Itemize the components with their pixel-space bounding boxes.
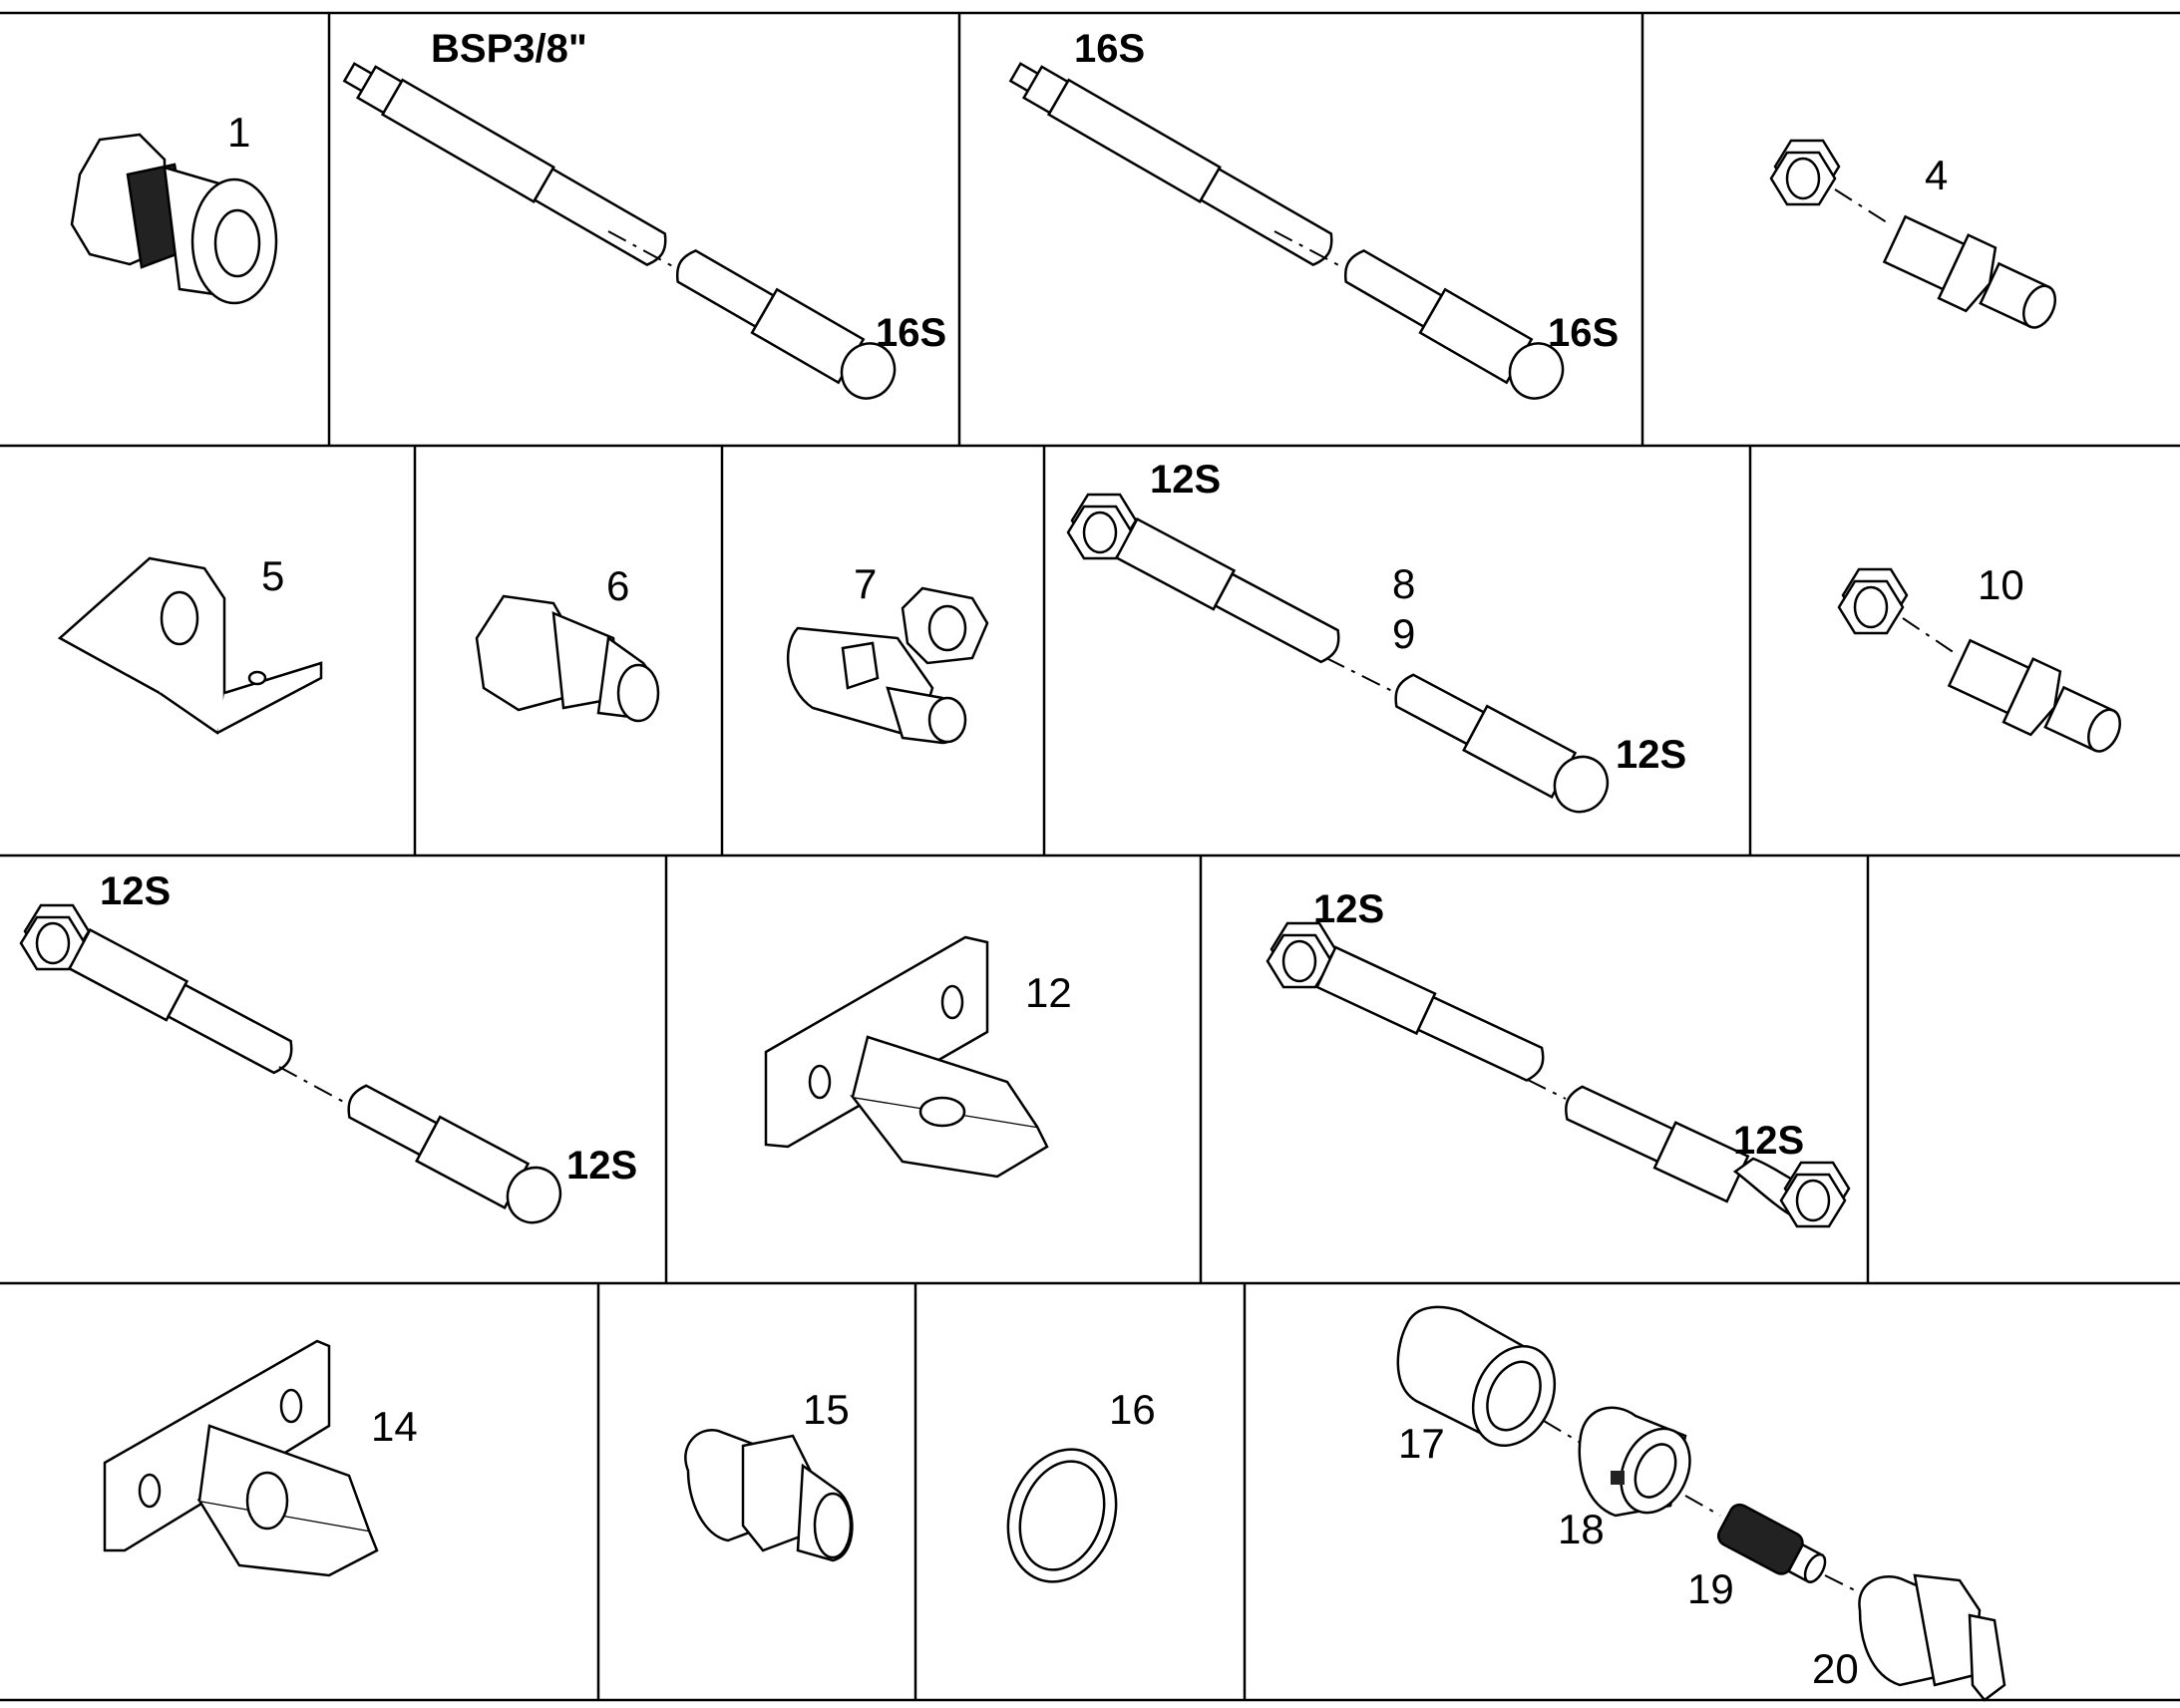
spec-label: 12S [1733,1119,1804,1163]
part-11-hose: 12S 12S [19,869,637,1233]
part-15-nipple: 15 [684,1386,854,1562]
part-17-20-nozzle: 17 18 19 20 [1396,1305,2006,1702]
spec-label: 12S [1150,458,1221,502]
spec-label: 16S [876,311,946,355]
spec-label: 16S [1074,27,1145,71]
part-number: 4 [1925,152,1948,198]
part-14-bracket: 14 [103,1339,418,1577]
spec-label: BSP3/8" [431,27,587,71]
part-number: 7 [854,560,877,607]
part-number: 19 [1687,1565,1734,1612]
part-7-tee: 7 [787,560,989,745]
part-4-nut-nipple: 4 [1769,139,2056,329]
part-number: 17 [1398,1420,1445,1467]
part-3-hose: 16S 16S [1008,27,1619,410]
part-number: 10 [1978,561,2024,608]
spec-label: 16S [1548,311,1619,355]
part-number: 15 [803,1386,850,1433]
part-16-seal: 16 [1006,1386,1156,1583]
spec-label: 12S [1616,733,1686,777]
spec-label: 12S [566,1144,637,1188]
part-number: 14 [371,1403,418,1450]
spec-label: 12S [100,869,171,913]
part-2-hose: BSP3/8" 16S [342,27,946,410]
part-number: 20 [1812,1645,1859,1692]
part-number: 18 [1558,1506,1605,1552]
part-number: 1 [227,109,250,156]
part-13-bent-hose: 12S 12S [1266,887,1851,1228]
part-8-9-hose: 12S 8 9 12S [1066,458,1686,823]
part-number: 5 [261,552,284,599]
part-number: 12 [1025,969,1072,1016]
part-number: 8 [1392,560,1415,607]
part-1-coupler: 1 [70,109,278,305]
part-5-bracket: 5 [57,552,323,735]
spec-label: 12S [1313,887,1384,931]
part-number: 6 [606,562,629,609]
part-number: 9 [1392,610,1415,657]
part-10-nut-nipple: 10 [1837,561,2121,753]
grid-frame [0,11,2180,1702]
part-number: 16 [1109,1386,1156,1433]
part-6-adapter: 6 [475,562,660,723]
part-12-bracket: 12 [764,935,1072,1179]
